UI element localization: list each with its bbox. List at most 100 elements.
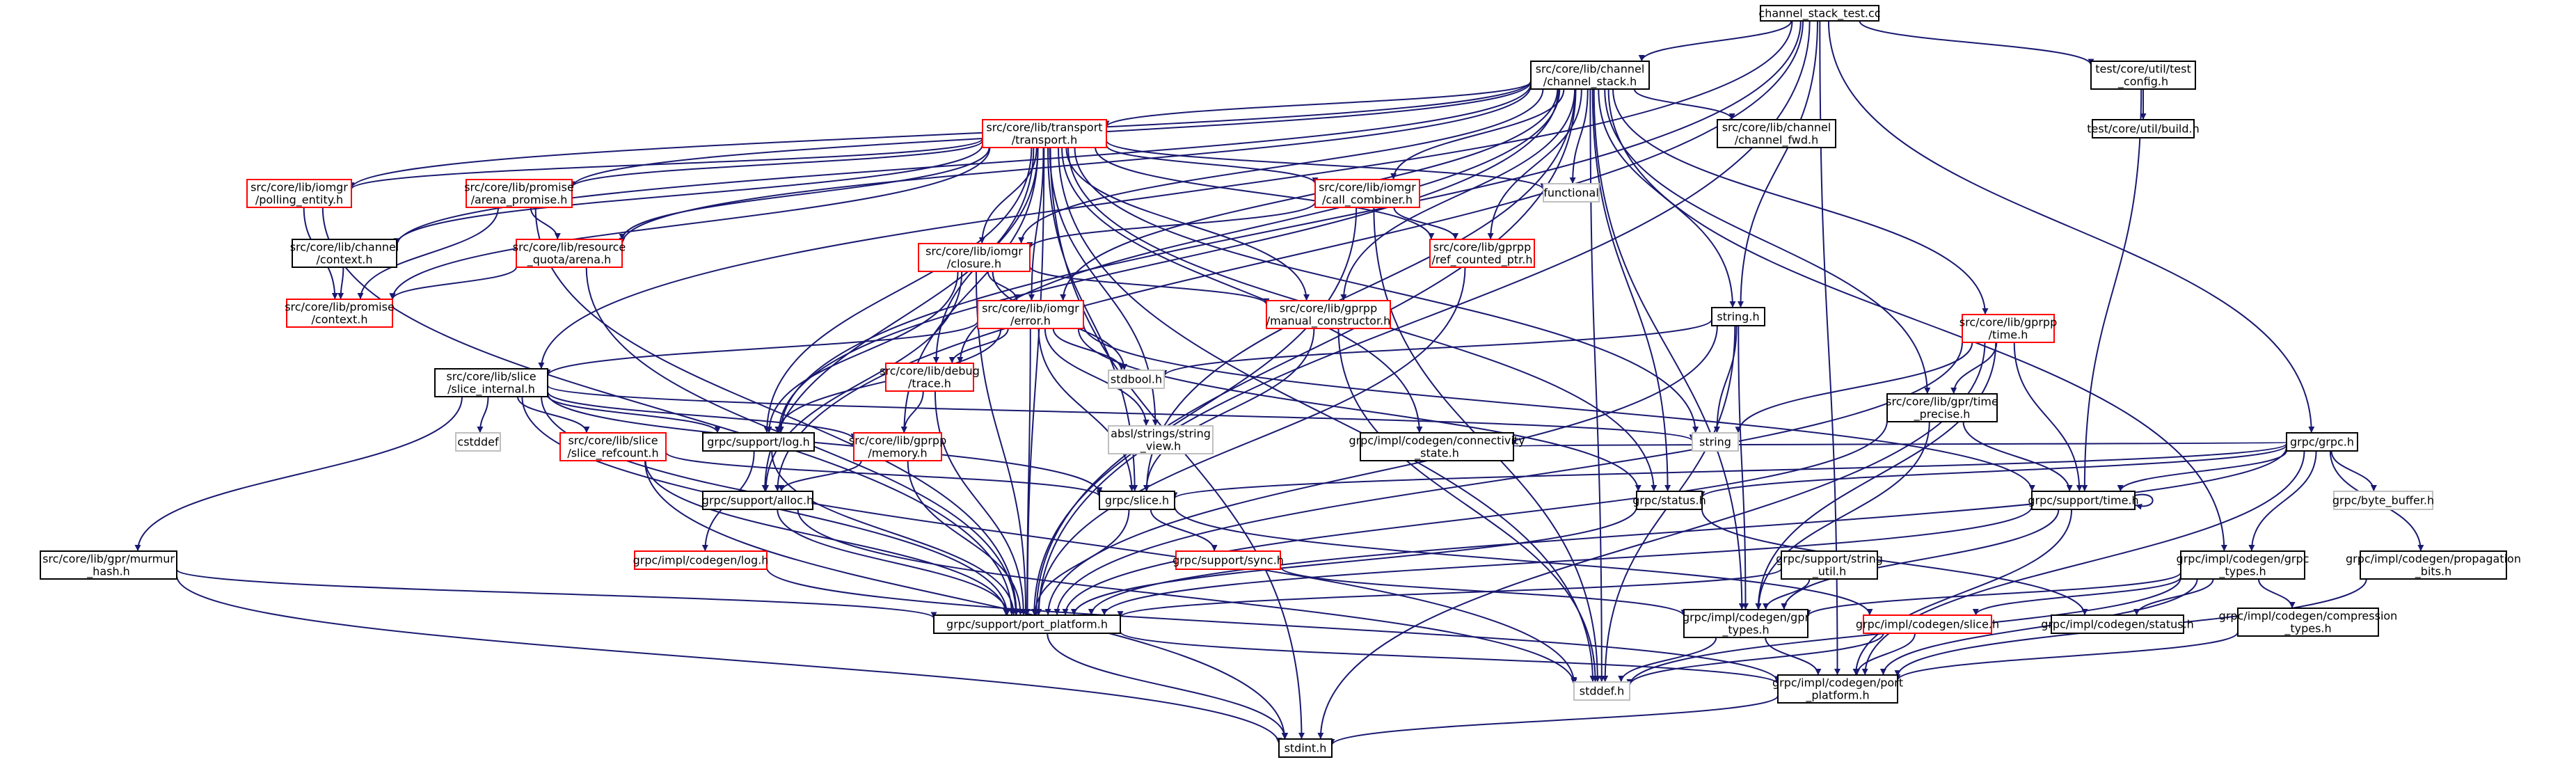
node-chcontext[interactable]: src/core/lib/channel/context.h [290, 239, 399, 268]
edge-error-to-status [1077, 328, 1641, 492]
node-log[interactable]: grpc/support/log.h [702, 432, 815, 452]
node-chstack[interactable]: src/core/lib/channel/channel_stack.h [1530, 61, 1650, 90]
node-codeglog[interactable]: grpc/impl/codegen/log.h [633, 550, 769, 570]
edge-chstack-to-error [1060, 88, 1559, 301]
node-label-line: src/core/lib/slice [446, 370, 536, 383]
node-label-line: string.h [1717, 310, 1759, 324]
node-label-line: _precise.h [1914, 408, 1971, 422]
edge-transport-to-connstate [1061, 147, 1423, 434]
node-polling[interactable]: src/core/lib/iomgr/polling_entity.h [246, 179, 352, 208]
edge-root-to-log [777, 20, 1802, 434]
node-label-line: _view.h [1140, 440, 1182, 454]
node-time[interactable]: src/core/lib/gprpp/time.h [1959, 314, 2057, 343]
edge-chstack-to-polling [348, 80, 1532, 189]
node-stdint[interactable]: stdint.h [1278, 738, 1333, 758]
node-sliceint[interactable]: src/core/lib/slice/slice_internal.h [434, 368, 548, 397]
node-label-line: src/core/lib/channel [1536, 63, 1645, 76]
node-box [1863, 614, 1992, 634]
node-connstate[interactable]: grpc/impl/codegen/connectivity_state.h [1349, 432, 1525, 461]
node-timeprec[interactable]: src/core/lib/gpr/time_precise.h [1886, 393, 1998, 422]
node-label-line: /error.h [1010, 315, 1051, 328]
edge-timeprec-to-portplat [1062, 420, 1888, 616]
edge-error-to-suptime [1083, 324, 2035, 492]
node-box [434, 368, 548, 397]
node-box [1278, 738, 1333, 758]
node-promctx[interactable]: src/core/lib/promise/context.h [285, 299, 395, 328]
edge-grpch-to-slice [1171, 443, 2287, 500]
node-box [2090, 61, 2196, 90]
node-strutil[interactable]: grpc/support/string_util.h [1776, 550, 1883, 580]
edge-chstack-to-refcounted [1487, 88, 1582, 240]
edge-grpch-to-grpctypes [2248, 450, 2317, 552]
node-manual[interactable]: src/core/lib/gprpp/manual_constructor.h [1266, 300, 1391, 329]
edge-suptime-to-gprtypes [1781, 509, 2060, 610]
node-label-line: _util.h [1812, 565, 1847, 579]
node-label-line: /ref_counted_ptr.h [1432, 253, 1533, 267]
edge-sliceint-to-murmur [134, 396, 463, 552]
edge-strutil-to-gprtypes [1763, 578, 1811, 610]
node-stringh[interactable]: string.h [1711, 307, 1765, 326]
node-label-line: _quota/arena.h [527, 253, 612, 267]
node-transport[interactable]: src/core/lib/transport/transport.h [982, 119, 1107, 148]
node-box [1360, 432, 1514, 461]
node-box [286, 299, 393, 328]
node-chfwd[interactable]: src/core/lib/channel/channel_fwd.h [1717, 119, 1836, 148]
node-murmur[interactable]: src/core/lib/gpr/murmur_hash.h [40, 550, 177, 580]
node-closure[interactable]: src/core/lib/iomgr/closure.h [918, 243, 1031, 272]
node-box [40, 550, 177, 580]
node-portplat[interactable]: grpc/support/port_platform.h [933, 614, 1121, 634]
node-testcfg[interactable]: test/core/util/test_config.h [2090, 61, 2196, 90]
node-status[interactable]: grpc/status.h [1632, 491, 1706, 510]
node-sync[interactable]: grpc/support/sync.h [1172, 550, 1284, 570]
edge-time-to-suptime [2013, 342, 2083, 492]
edge-root-to-testcfg [1859, 20, 2094, 65]
node-label-line: src/core/lib/gprpp [849, 434, 946, 447]
edge-murmur-to-stdint [176, 575, 1282, 745]
edge-trace-to-portplat [934, 390, 1027, 616]
node-refcounted[interactable]: src/core/lib/gprpp/ref_counted_ptr.h [1429, 239, 1535, 268]
node-cgslice[interactable]: grpc/impl/codegen/slice.h [1856, 614, 1999, 634]
edge-portplat-to-cgport [1120, 630, 1781, 685]
node-propbits[interactable]: grpc/impl/codegen/propagation_bits.h [2346, 550, 2521, 580]
node-slice[interactable]: grpc/slice.h [1099, 491, 1175, 510]
node-label-line: src/core/lib/gprpp [1959, 316, 2057, 329]
node-label-line: grpc/impl/codegen/log.h [633, 554, 769, 567]
node-compress[interactable]: grpc/impl/codegen/compression_types.h [2219, 608, 2398, 637]
node-cgstatus[interactable]: grpc/impl/codegen/status.h [2041, 614, 2194, 634]
node-error[interactable]: src/core/lib/iomgr/error.h [977, 300, 1084, 329]
node-resquota[interactable]: src/core/lib/resource_quota/arena.h [513, 239, 626, 268]
node-slicerc[interactable]: src/core/lib/slice/slice_refcount.h [559, 432, 667, 461]
edge-refcounted-to-portplat [1035, 267, 1466, 616]
edge-error-to-sliceint [544, 321, 978, 376]
node-box [702, 432, 815, 452]
edge-error-to-portplat [1024, 328, 1031, 616]
node-label-line: string [1699, 436, 1731, 449]
node-grpch[interactable]: grpc/grpc.h [2286, 432, 2358, 452]
edge-chstack-to-callcomb [1390, 88, 1565, 180]
node-box [1108, 425, 1214, 454]
node-box [559, 432, 667, 461]
edge-root-to-grpch [1827, 20, 2315, 434]
node-label-line: grpc/impl/codegen/propagation [2346, 553, 2521, 566]
node-stddef: stddef.h [1573, 681, 1630, 701]
edge-grpctypes-to-cgslice [1972, 576, 2181, 616]
edge-cgport-to-stdint [1328, 695, 1779, 746]
node-arenaprom[interactable]: src/core/lib/promise/arena_promise.h [464, 179, 574, 208]
node-box [977, 300, 1084, 329]
node-suptime[interactable]: grpc/support/time.h [2028, 491, 2139, 510]
node-label-line: grpc/impl/codegen/gpr [1683, 611, 1810, 624]
node-grpctypes[interactable]: grpc/impl/codegen/grpc_types.h [2177, 550, 2309, 580]
node-gprtypes[interactable]: grpc/impl/codegen/gpr_types.h [1683, 609, 1810, 638]
node-label-line: _platform.h [1805, 689, 1869, 703]
node-callcomb[interactable]: src/core/lib/iomgr/call_combiner.h [1314, 179, 1420, 208]
node-alloc[interactable]: grpc/support/alloc.h [702, 491, 813, 510]
node-memory[interactable]: src/core/lib/gprpp/memory.h [849, 432, 946, 461]
node-build[interactable]: test/core/util/build.h [2087, 119, 2200, 138]
node-label-line: grpc/impl/codegen/connectivity [1349, 434, 1525, 447]
edge-chstack-to-time [1612, 88, 1989, 315]
node-cgport[interactable]: grpc/impl/codegen/port_platform.h [1772, 674, 1903, 704]
edge-status-to-cgstatus [1701, 509, 2088, 616]
node-trace[interactable]: src/core/lib/debug/trace.h [880, 363, 980, 392]
node-label-line: grpc/support/alloc.h [702, 494, 813, 507]
node-label-line: cstddef [457, 436, 499, 449]
